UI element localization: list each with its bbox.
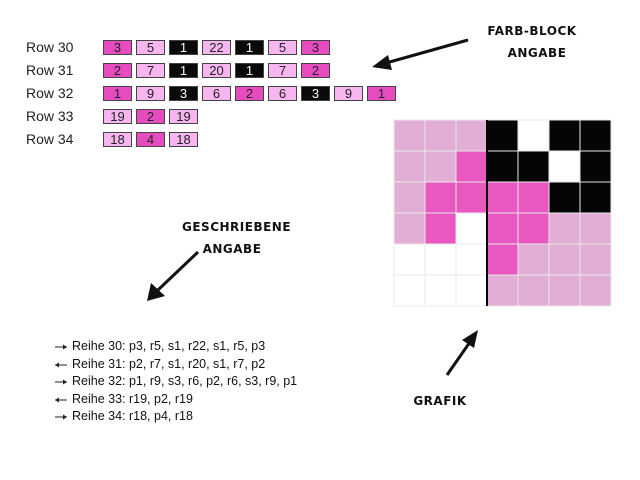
color-block-cell: 7 <box>136 63 165 78</box>
grid-cell <box>517 181 550 214</box>
written-row: Reihe 31: p2, r7, s1, r20, s1, r7, p2 <box>72 356 266 371</box>
color-block-cell: 5 <box>268 40 297 55</box>
grid-cell <box>424 181 457 214</box>
color-block-cell: 7 <box>268 63 297 78</box>
grid-cell <box>517 243 550 276</box>
grid-cell <box>393 181 426 214</box>
grid-cell <box>579 212 612 245</box>
color-block-cell: 5 <box>136 40 165 55</box>
grid-cell <box>579 181 612 214</box>
grid-cell <box>393 119 426 152</box>
grid-cell <box>548 274 581 307</box>
grid-cell <box>548 150 581 183</box>
written-row: Reihe 34: r18, p4, r18 <box>72 409 193 423</box>
color-block-cell: 1 <box>169 63 198 78</box>
color-block-cell: 2 <box>103 63 132 78</box>
grid-cell <box>548 119 581 152</box>
geschriebene-label: GESCHRIEBENE ANGABE <box>182 216 292 260</box>
color-block-row: 19 2 19 <box>103 109 202 124</box>
grid-cell <box>424 119 457 152</box>
grid-cell <box>393 243 426 276</box>
geschriebene-label-line1: GESCHRIEBENE <box>182 220 292 234</box>
color-block-cell: 4 <box>136 132 165 147</box>
grid-cell <box>517 119 550 152</box>
color-block-cell: 6 <box>268 86 297 101</box>
grid-cell <box>424 274 457 307</box>
color-block-cell: 9 <box>334 86 363 101</box>
grid-cell <box>579 119 612 152</box>
arrow-left-icon <box>55 397 67 402</box>
grid-cell <box>486 119 519 152</box>
color-block-cell: 2 <box>235 86 264 101</box>
color-block-cell: 3 <box>103 40 132 55</box>
written-row: Reihe 33: r19, p2, r19 <box>72 391 193 406</box>
grid-cell <box>486 243 519 276</box>
arrow-right-icon <box>55 379 67 385</box>
color-block-cell: 1 <box>235 40 264 55</box>
color-block-cell: 18 <box>169 132 198 147</box>
grid-cell <box>455 119 488 152</box>
grid-cell <box>486 150 519 183</box>
farb-block-label: FARB-BLOCK ANGABE <box>474 20 590 64</box>
grid-cell <box>455 274 488 307</box>
grid-cell <box>579 150 612 183</box>
grafik-label: GRAFIK <box>413 394 467 408</box>
row-label: Row 32 <box>26 85 74 101</box>
row-label: Row 33 <box>26 108 74 124</box>
grid-cell <box>579 274 612 307</box>
color-block-cell: 3 <box>301 40 330 55</box>
arrow-right-icon <box>55 414 67 420</box>
grid-cell <box>579 243 612 276</box>
color-block-cell: 19 <box>103 109 132 124</box>
farb-block-label-line1: FARB-BLOCK <box>487 24 577 38</box>
grid-cell <box>455 212 488 245</box>
geschriebene-label-line2: ANGABE <box>202 242 262 256</box>
grid-cell <box>393 150 426 183</box>
color-block-cell: 19 <box>169 109 198 124</box>
grid-cell <box>424 243 457 276</box>
grid-cell <box>455 181 488 214</box>
color-block-cell: 2 <box>136 109 165 124</box>
color-block-cell: 3 <box>169 86 198 101</box>
arrow-right-icon <box>55 344 67 350</box>
color-block-row: 18 4 18 <box>103 132 202 147</box>
grid-cell <box>548 181 581 214</box>
color-block-cell: 22 <box>202 40 231 55</box>
grid-cell <box>517 274 550 307</box>
grid-cell <box>424 150 457 183</box>
grid-cell <box>517 212 550 245</box>
grid-cell <box>393 274 426 307</box>
grid-cell <box>517 150 550 183</box>
written-row: Reihe 32: p1, r9, s3, r6, p2, r6, s3, r9… <box>72 374 298 388</box>
color-block-cell: 1 <box>169 40 198 55</box>
color-block-cell: 1 <box>235 63 264 78</box>
farb-block-label-line2: ANGABE <box>507 46 567 60</box>
color-block-cell: 6 <box>202 86 231 101</box>
grid-cell <box>455 243 488 276</box>
color-block-cell: 20 <box>202 63 231 78</box>
written-row: Reihe 30: p3, r5, s1, r22, s1, r5, p3 <box>72 339 266 353</box>
grid-cell <box>486 212 519 245</box>
grid-cell <box>486 181 519 214</box>
grid-cell <box>393 212 426 245</box>
color-block-cell: 1 <box>367 86 396 101</box>
row-label: Row 34 <box>26 131 74 147</box>
color-block-cell: 1 <box>103 86 132 101</box>
color-block-cell: 2 <box>301 63 330 78</box>
grid-cell <box>548 212 581 245</box>
color-block-cell: 9 <box>136 86 165 101</box>
grid-cell <box>548 243 581 276</box>
grid-cell <box>486 274 519 307</box>
color-block-cell: 18 <box>103 132 132 147</box>
grid-cell <box>455 150 488 183</box>
grid-cell <box>424 212 457 245</box>
row-label: Row 30 <box>26 39 74 55</box>
row-label: Row 31 <box>26 62 74 78</box>
color-block-cell: 3 <box>301 86 330 101</box>
arrow-left-icon <box>55 362 67 367</box>
